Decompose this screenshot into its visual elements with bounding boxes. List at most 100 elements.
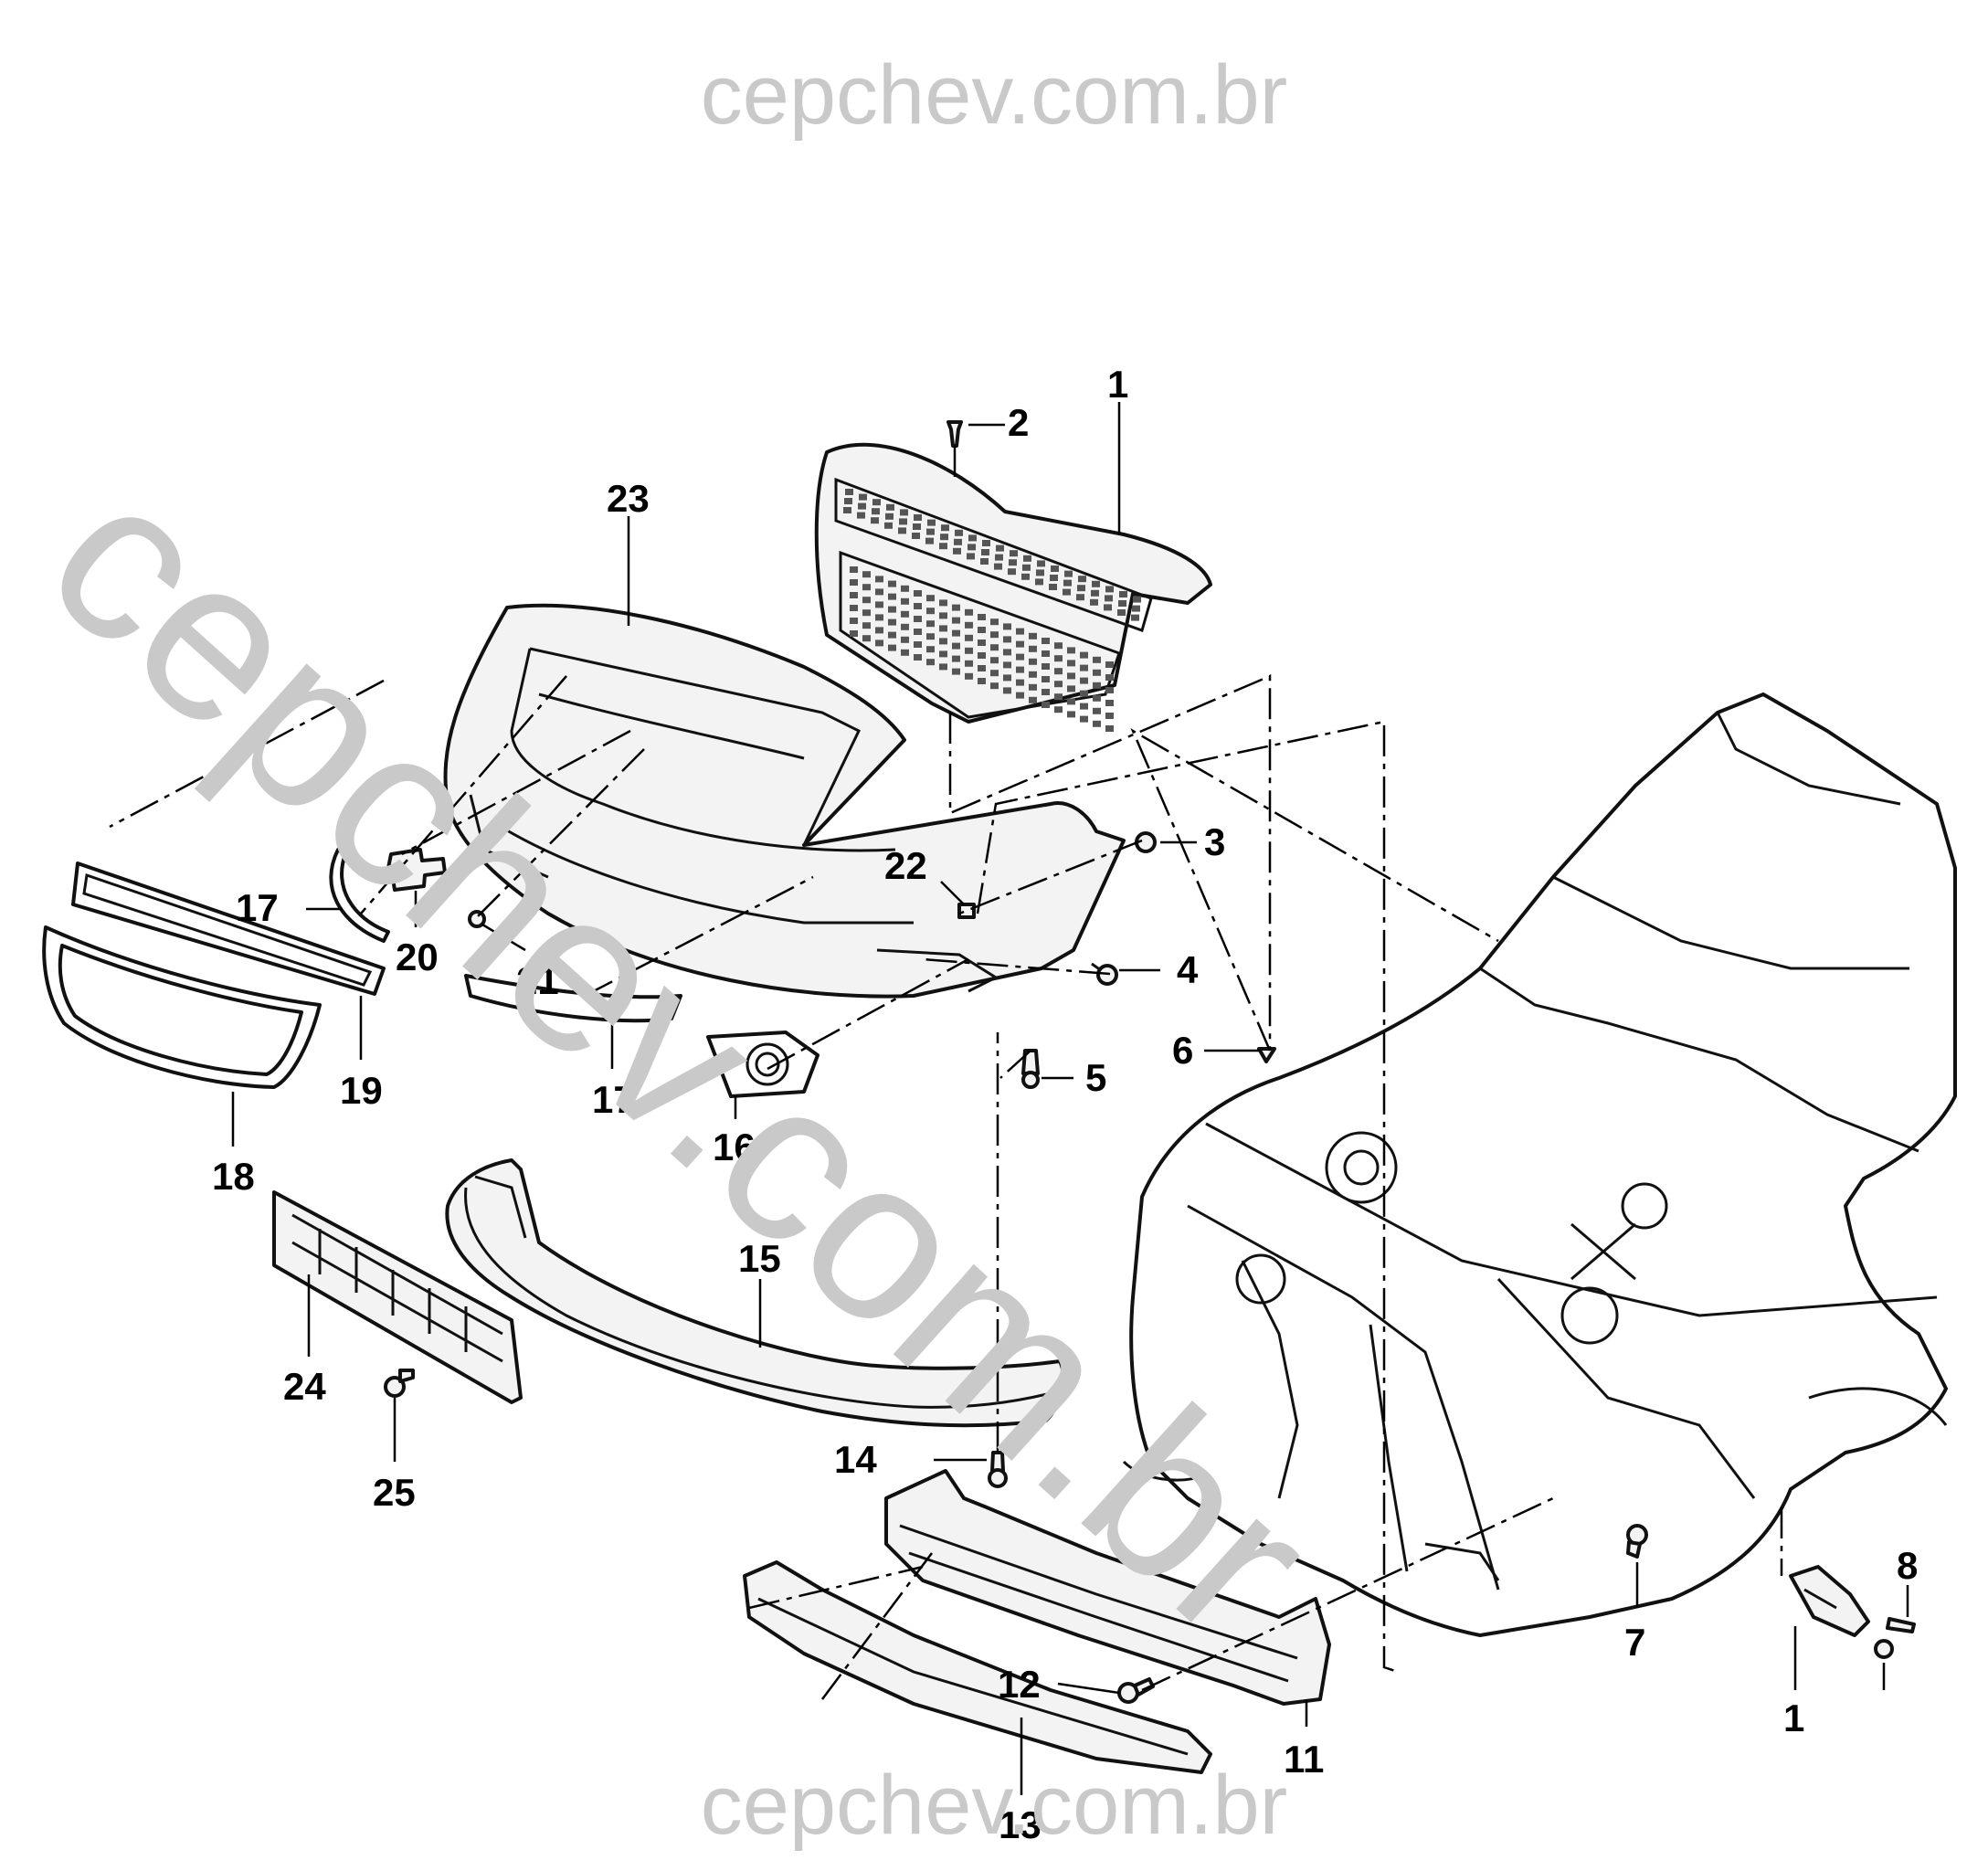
grille-cell	[899, 518, 907, 525]
grille-cell	[952, 604, 960, 611]
grille-cell	[914, 641, 922, 648]
callout-17-upper: 17	[236, 886, 279, 929]
grille-cell	[978, 627, 986, 633]
grille-cell	[1067, 672, 1075, 680]
grille-cell	[913, 523, 921, 530]
grille-cell	[1016, 653, 1024, 661]
grille-cell	[1054, 642, 1063, 650]
grille-cell	[872, 499, 881, 506]
grille-cell	[967, 553, 975, 560]
grille-cell	[1029, 645, 1037, 652]
grille-cell	[862, 635, 871, 642]
grille-cell	[875, 576, 883, 583]
grille-mesh-lower	[839, 550, 1121, 719]
bolt-14	[988, 1451, 1008, 1488]
grille-cell	[914, 514, 922, 521]
grille-cell	[1105, 687, 1114, 693]
grille-cell	[953, 547, 961, 555]
callout-25: 25	[373, 1471, 416, 1514]
grille-cell	[965, 647, 973, 654]
grille-cell	[990, 631, 999, 639]
grille-cell	[927, 519, 936, 526]
grille-cell	[990, 670, 999, 677]
grille-cell	[1105, 713, 1114, 719]
grille-cell	[875, 601, 883, 608]
grille-cell	[843, 507, 851, 513]
grille-cell	[862, 597, 871, 604]
grille-cell	[1080, 651, 1088, 659]
grille-cell	[1105, 700, 1114, 706]
grille-cell	[1054, 706, 1063, 714]
retainer-6	[1257, 1047, 1276, 1063]
grille-cell	[990, 644, 999, 651]
grille-cell	[1067, 647, 1075, 654]
grille-cell	[995, 554, 1003, 561]
fastener-2	[946, 420, 963, 448]
bracket-1-lower	[1789, 1565, 1870, 1637]
grille-cell	[1093, 720, 1101, 727]
grille-cell	[1016, 679, 1024, 686]
grille-cell	[1054, 668, 1063, 675]
bowtie-emblem	[386, 848, 447, 892]
callout-17-lower: 17	[592, 1078, 635, 1121]
grille-cell	[1035, 578, 1043, 586]
watermark-top: cepchev.com.br	[700, 48, 1288, 142]
energy-absorber	[445, 1158, 1065, 1428]
grille-cell	[1093, 656, 1101, 663]
callout-15: 15	[738, 1237, 781, 1280]
grille-cell	[844, 498, 852, 504]
grille-cell	[1029, 658, 1037, 665]
callout-8: 8	[1897, 1544, 1918, 1587]
grille-cell	[872, 508, 880, 515]
vehicle-front-body-structure	[1122, 692, 1957, 1637]
callout-4: 4	[1177, 948, 1199, 991]
grille-cell	[857, 512, 865, 519]
grille-cell	[939, 543, 947, 550]
grille-cell	[1076, 594, 1084, 601]
grille-cell	[888, 593, 896, 600]
grille-cell	[925, 537, 934, 544]
callout-5: 5	[1085, 1056, 1106, 1099]
callout-leaders	[231, 402, 1909, 1795]
alignment-lines	[109, 446, 1783, 1700]
grille-cell	[1003, 661, 1011, 669]
callout-1: 1	[1107, 363, 1128, 406]
grille-cell	[850, 579, 858, 586]
callout-12: 12	[998, 1663, 1041, 1706]
grille-cell	[1090, 598, 1098, 606]
bolt-12	[1117, 1677, 1155, 1704]
grille-cell	[926, 659, 935, 666]
push-clip-21	[468, 910, 486, 928]
grille-cell	[1049, 584, 1057, 590]
grille-cell	[1003, 674, 1011, 682]
grille-cell	[1093, 694, 1101, 702]
grille-cell	[954, 538, 962, 545]
grille-cell	[885, 513, 894, 520]
grille-cell	[1105, 674, 1114, 681]
grille-cell	[862, 571, 871, 578]
grille-cell	[1080, 664, 1088, 671]
grille-cell	[978, 640, 986, 646]
grille-cell	[939, 599, 947, 607]
impact-bar	[884, 1469, 1331, 1706]
callout-14: 14	[834, 1438, 877, 1481]
grille-cell	[850, 618, 858, 624]
grille-cell	[1003, 649, 1011, 656]
grille-cell	[1063, 579, 1072, 587]
grille-cell	[901, 636, 909, 643]
grille-cell	[850, 566, 858, 573]
callout-18: 18	[212, 1155, 255, 1198]
grille-cell	[1016, 666, 1024, 673]
grille-cell	[1051, 566, 1059, 572]
grille-cell	[900, 509, 908, 516]
grille-cell	[939, 650, 947, 658]
grille-cell	[952, 642, 960, 650]
grille-cell	[952, 655, 960, 662]
grille-cell	[1105, 661, 1114, 668]
grille-cell	[978, 678, 986, 684]
grille-cell	[1042, 702, 1050, 708]
nut-1-lower	[1874, 1639, 1894, 1659]
grille-cell	[965, 672, 973, 680]
callout-24: 24	[283, 1365, 326, 1408]
grille-cell	[1105, 725, 1114, 732]
